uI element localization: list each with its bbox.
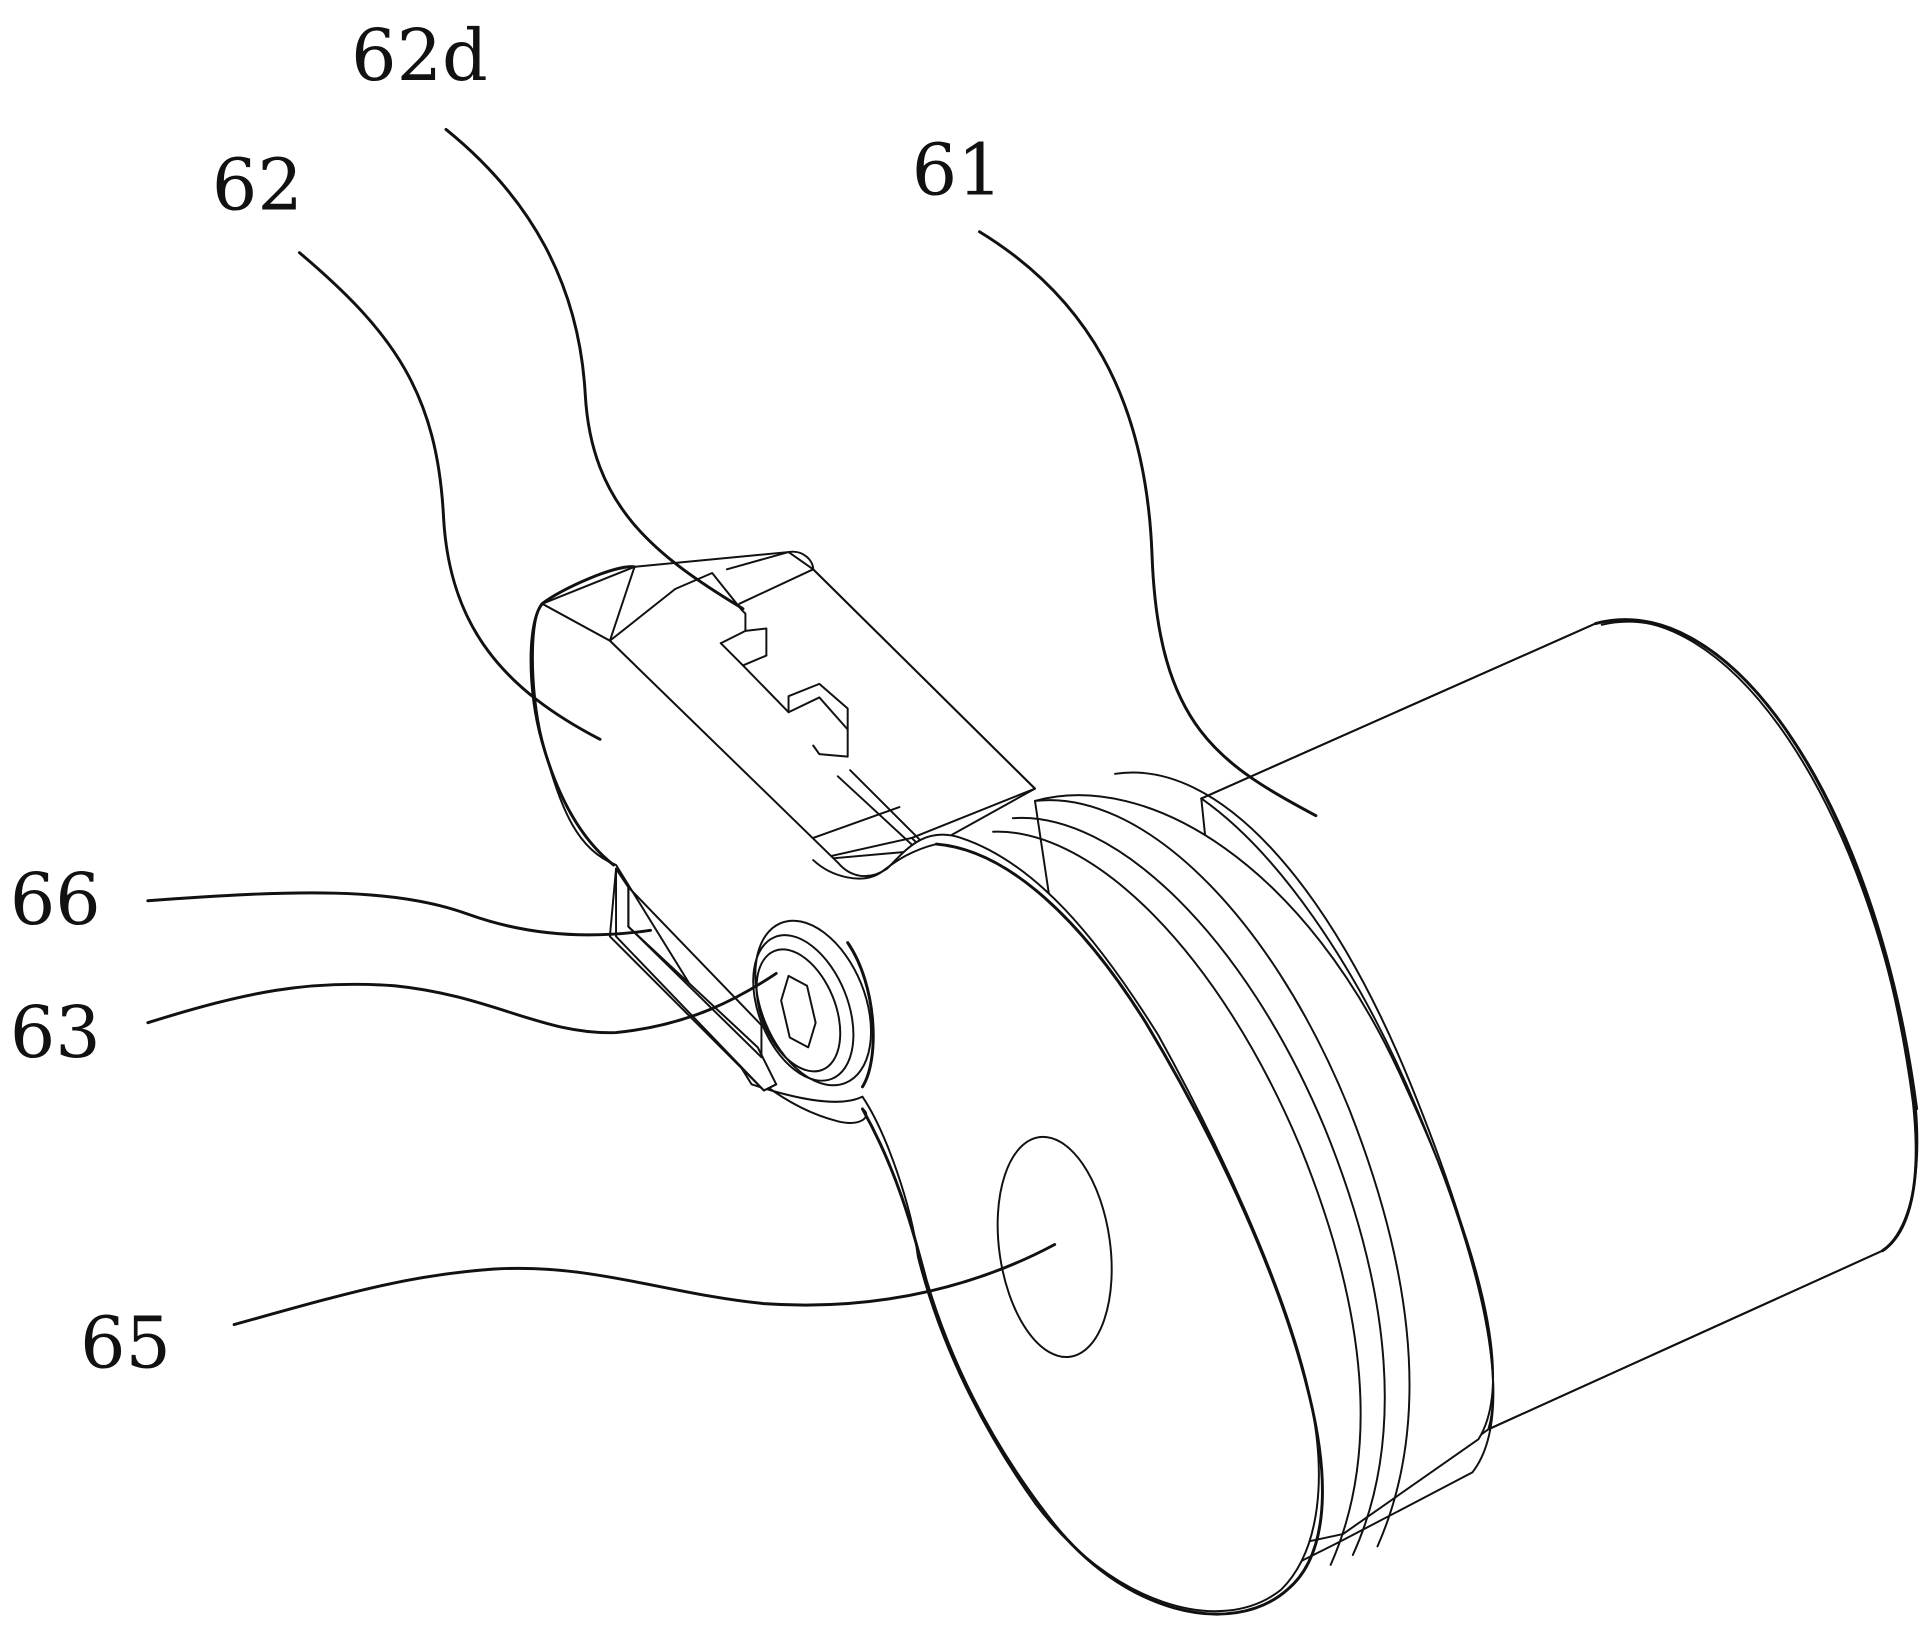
leader-65 [232,1243,1057,1327]
callout-63: 63 [10,991,101,1074]
leader-lines [146,127,1318,1327]
leader-62d [444,127,745,611]
leader-62 [297,251,602,741]
callout-62d: 62d [351,14,488,97]
bore-hole [996,1135,1113,1359]
callout-61: 61 [912,129,1003,212]
socket-head-screw [752,919,875,1089]
leader-61 [978,230,1318,818]
leader-63 [146,971,778,1035]
bracket-arm-plate [529,602,1324,1616]
leader-66 [146,891,653,937]
callout-62: 62 [212,144,303,227]
bracket-top-block [540,550,1036,889]
callout-66: 66 [10,858,101,941]
callout-65: 65 [80,1302,171,1385]
